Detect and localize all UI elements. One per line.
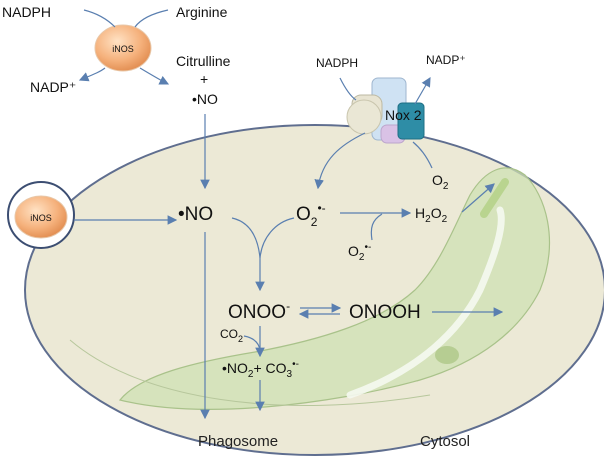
inos-top-label: iNOS (112, 44, 134, 54)
nadph-nox-label: NADPH (316, 56, 358, 70)
arrow-nadph-to-nox (339, 77, 357, 101)
superoxide: O2•- (296, 201, 326, 229)
arrow-inos-to-citrulline (139, 67, 170, 85)
phagosome-stalk (480, 178, 509, 218)
arrow-co2-join (243, 335, 261, 351)
nadp-plus-nox-label: NADP⁺ (426, 53, 466, 67)
cytosol-label: Cytosol (420, 433, 470, 450)
plus-sign: + (200, 71, 208, 87)
arginine-label: Arginine (176, 4, 228, 20)
inos-enzyme-top (94, 24, 152, 72)
arrow-nadph-to-inos (83, 9, 116, 28)
arrow-superoxide-merge (259, 217, 295, 259)
no-radical: •NO (178, 204, 213, 225)
arrow-arginine-to-inos (134, 9, 169, 28)
nadph-top-label: NADPH (2, 4, 51, 20)
nox2-label: Nox 2 (385, 107, 422, 123)
inos-cell-label: iNOS (30, 213, 52, 223)
o2-label: O2 (432, 172, 449, 192)
nox2-complex: Nox 2 (346, 77, 425, 144)
arrow-no-merge (231, 217, 261, 259)
peroxynitrous-acid: ONOOH (349, 302, 421, 323)
phagosome-inner-fold (346, 206, 505, 399)
inos-enzyme-cell (14, 195, 68, 239)
arrow-inos-to-nadp (78, 67, 106, 82)
phagosome-vesicle (435, 346, 459, 364)
citrulline-label: Citrulline (176, 53, 231, 69)
arrow-o2-to-nox (412, 141, 433, 169)
co2: CO2 (220, 327, 243, 344)
phagosome-membrane-curve (69, 339, 431, 406)
arrow-nox-to-superoxide (314, 132, 366, 190)
nadp-plus-left-label: NADP⁺ (30, 79, 76, 95)
no-top-label: •NO (192, 91, 218, 107)
arrow-h2o2-to-phagosome (461, 183, 495, 213)
h2o2: H2O2 (415, 205, 448, 225)
superoxide2: O2•- (348, 242, 371, 263)
phagosome-label: Phagosome (198, 433, 278, 450)
peroxynitrite: ONOO- (228, 299, 290, 323)
arrow-superoxide2-to-h2o2 (370, 213, 383, 241)
products: •NO2+ CO3•- (222, 359, 299, 380)
arrow-nox-to-nadp (414, 76, 431, 105)
